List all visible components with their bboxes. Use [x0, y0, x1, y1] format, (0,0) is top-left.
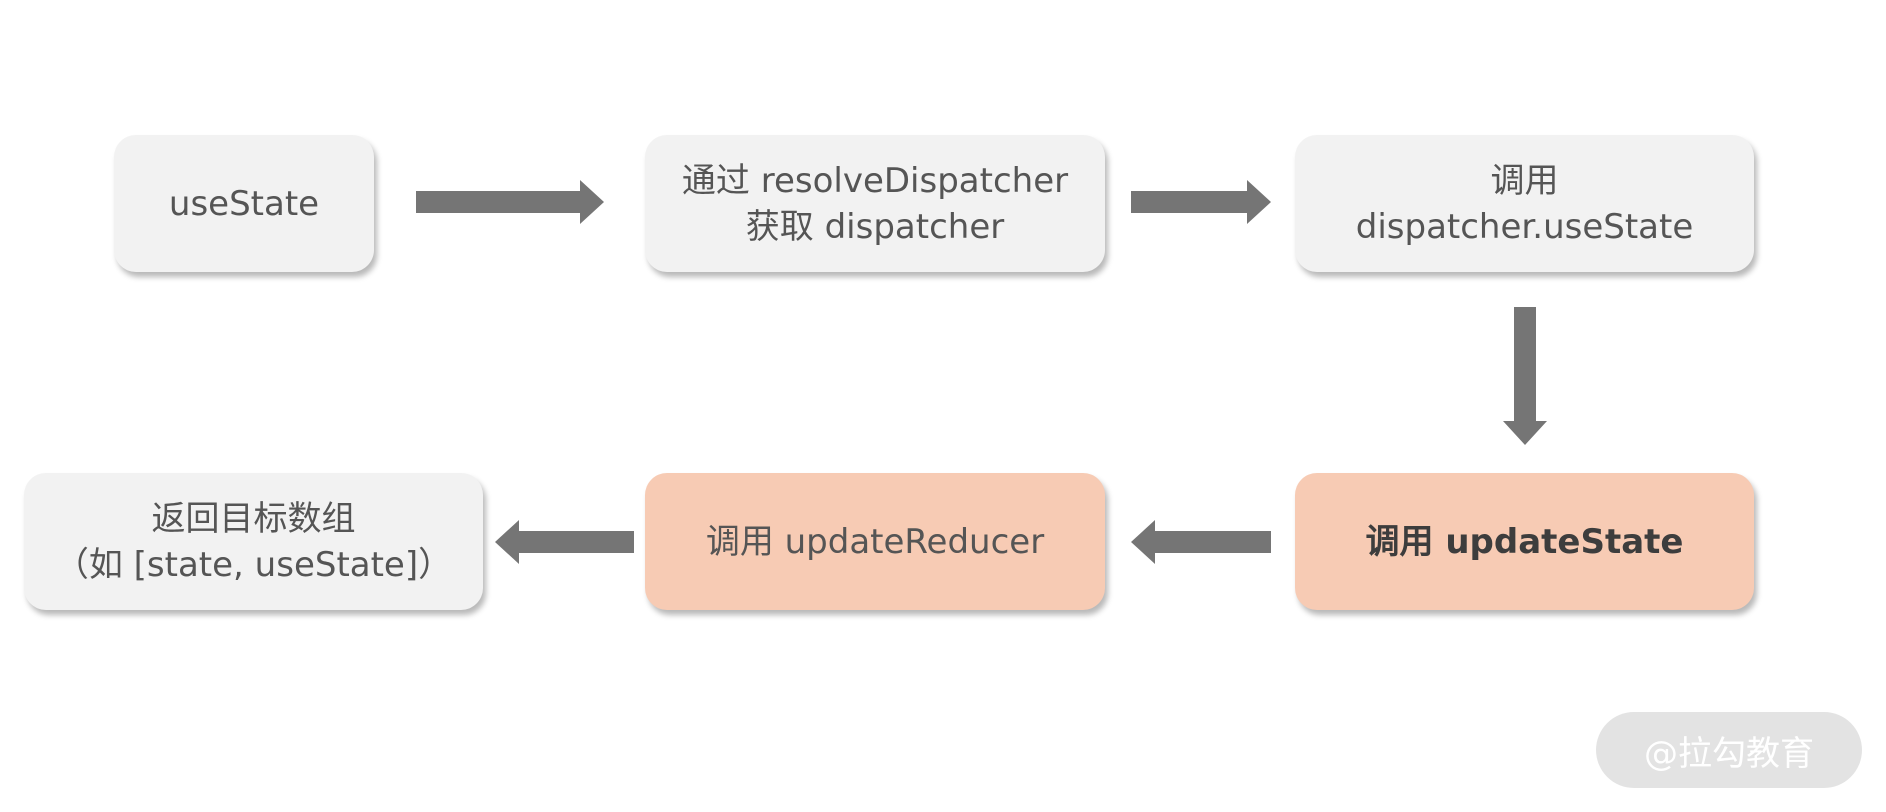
node-update-state: 调用 updateState — [1295, 473, 1754, 610]
node-resolve-dispatcher-line-2: 获取 dispatcher — [745, 206, 1005, 247]
watermark-badge: @拉勾教育 — [1596, 712, 1862, 788]
node-return-array: 返回目标数组 （如 [state, useState]） — [24, 473, 483, 610]
arrow-right-icon — [1131, 180, 1271, 224]
node-dispatcher-use-state-line-1: 调用 — [1490, 160, 1559, 201]
watermark-text: @拉勾教育 — [1644, 733, 1814, 774]
node-return-array-line-1: 返回目标数组 — [151, 498, 356, 539]
node-dispatcher-use-state-line-2: dispatcher.useState — [1355, 206, 1694, 247]
node-update-state-label: 调用 updateState — [1365, 521, 1684, 562]
node-use-state: useState — [114, 135, 374, 272]
arrow-right-icon — [416, 180, 604, 224]
node-update-reducer: 调用 updateReducer — [645, 473, 1105, 610]
node-dispatcher-use-state: 调用 dispatcher.useState — [1295, 135, 1754, 272]
arrow-down-icon — [1503, 307, 1547, 445]
arrow-left-icon — [1131, 520, 1271, 564]
node-use-state-label: useState — [168, 183, 320, 224]
node-update-reducer-label: 调用 updateReducer — [705, 521, 1045, 562]
arrow-left-icon — [495, 520, 634, 564]
node-resolve-dispatcher-line-1: 通过 resolveDispatcher — [681, 160, 1069, 201]
node-return-array-line-2: （如 [state, useState]） — [54, 544, 453, 585]
node-resolve-dispatcher: 通过 resolveDispatcher 获取 dispatcher — [645, 135, 1105, 272]
